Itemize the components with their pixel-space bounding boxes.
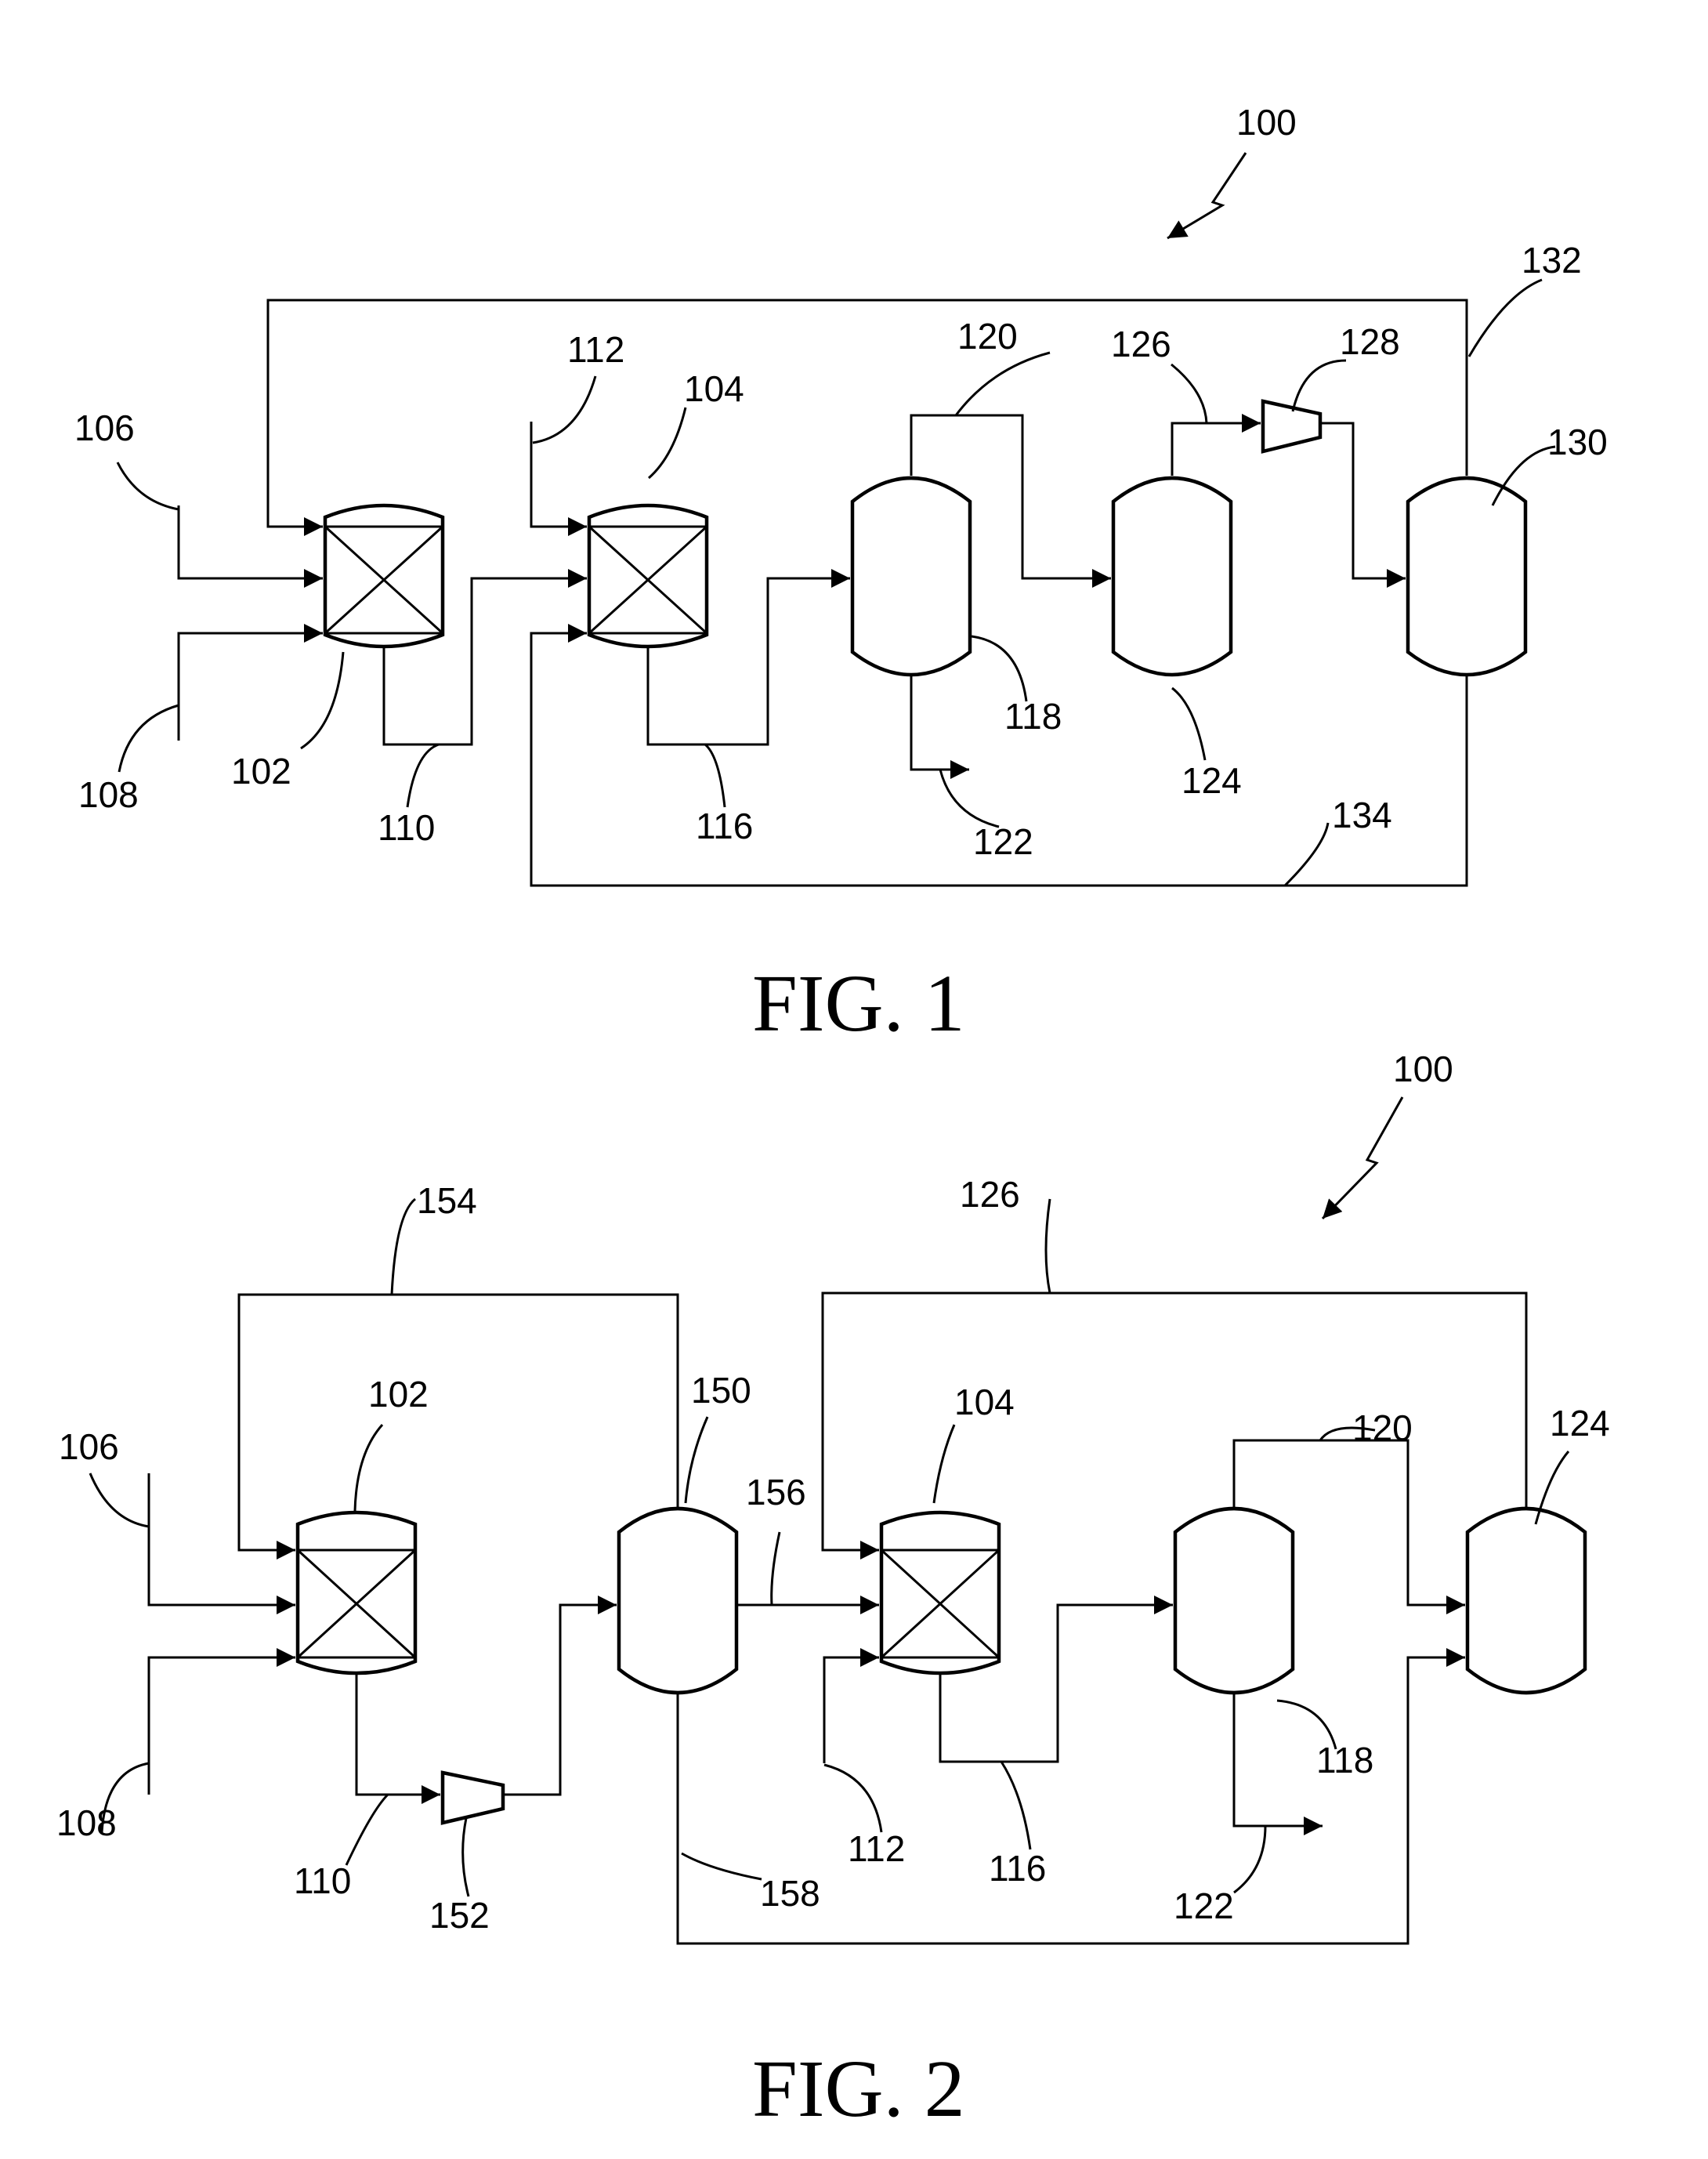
ref-112: 112 [567, 329, 624, 370]
figure-1: 100 106 108 102 110 112 104 116 120 118 … [74, 102, 1608, 1049]
ref-122: 122 [1174, 1886, 1234, 1926]
ref-100: 100 [1393, 1049, 1453, 1089]
separator-118 [852, 478, 970, 675]
ref-130: 130 [1547, 422, 1608, 462]
ref-116: 116 [696, 806, 753, 846]
stream-122 [1234, 1693, 1323, 1826]
ref-156: 156 [746, 1472, 806, 1512]
figure-2-caption: FIG. 2 [752, 2044, 965, 2134]
figure-1-caption: FIG. 1 [752, 958, 965, 1049]
ref-122: 122 [973, 821, 1033, 862]
fig2-leaders [90, 1199, 1569, 1896]
separator-150 [619, 1509, 736, 1693]
system-100-pointer [1323, 1097, 1402, 1219]
stream-116 [940, 1605, 1173, 1762]
ref-128: 128 [1340, 321, 1400, 362]
ref-134: 134 [1332, 795, 1392, 835]
stream-116 [648, 578, 850, 744]
fig2-labels: 100 154 126 120 102 150 104 124 106 156 … [56, 1049, 1610, 1936]
reactor-104 [589, 505, 707, 647]
ref-120: 120 [957, 316, 1018, 357]
reactor-102 [325, 505, 443, 647]
stream-152-out [503, 1605, 617, 1795]
ref-100: 100 [1236, 102, 1297, 143]
stream-112 [824, 1657, 879, 1763]
ref-104: 104 [684, 368, 744, 409]
separator-118 [1175, 1509, 1293, 1693]
ref-120: 120 [1352, 1407, 1413, 1448]
fig1-streams [179, 300, 1467, 886]
stream-120 [1234, 1440, 1465, 1605]
compressor-128 [1263, 401, 1320, 451]
stream-110 [356, 1673, 440, 1795]
ref-108: 108 [78, 774, 139, 815]
stream-122 [911, 676, 969, 770]
ref-118: 118 [1004, 696, 1062, 737]
fig1-labels: 100 106 108 102 110 112 104 116 120 118 … [74, 102, 1608, 862]
ref-150: 150 [691, 1370, 751, 1411]
ref-108: 108 [56, 1802, 117, 1843]
compressor-152 [443, 1773, 503, 1823]
stream-106 [149, 1473, 295, 1605]
ref-112: 112 [848, 1828, 905, 1869]
stream-106 [179, 505, 323, 578]
ref-132: 132 [1522, 240, 1582, 281]
ref-124: 124 [1550, 1403, 1610, 1444]
stream-128-out [1320, 423, 1406, 578]
reactor-102 [298, 1512, 415, 1673]
separator-124 [1467, 1509, 1585, 1693]
ref-118: 118 [1316, 1740, 1373, 1780]
separator-130 [1408, 478, 1525, 675]
ref-106: 106 [59, 1426, 119, 1467]
ref-152: 152 [429, 1895, 490, 1936]
stream-108 [179, 633, 323, 741]
ref-116: 116 [989, 1848, 1046, 1889]
stream-126 [1172, 423, 1261, 476]
separator-124 [1113, 478, 1231, 675]
stream-112 [531, 422, 587, 527]
ref-126: 126 [960, 1174, 1020, 1215]
ref-102: 102 [368, 1374, 429, 1415]
stream-120 [911, 415, 1111, 578]
ref-158: 158 [760, 1873, 820, 1914]
stream-110 [384, 578, 587, 744]
stream-154 [239, 1295, 678, 1550]
reactor-104 [881, 1512, 999, 1673]
ref-124: 124 [1181, 760, 1242, 801]
ref-110: 110 [378, 807, 435, 848]
ref-104: 104 [954, 1382, 1015, 1422]
ref-126: 126 [1111, 324, 1171, 364]
figure-2: 100 154 126 120 102 150 104 124 106 156 … [56, 1049, 1610, 2134]
system-100-pointer [1167, 153, 1246, 238]
ref-102: 102 [231, 751, 291, 792]
ref-106: 106 [74, 408, 135, 448]
stream-108 [149, 1657, 295, 1795]
ref-154: 154 [417, 1180, 477, 1221]
ref-110: 110 [294, 1860, 351, 1901]
